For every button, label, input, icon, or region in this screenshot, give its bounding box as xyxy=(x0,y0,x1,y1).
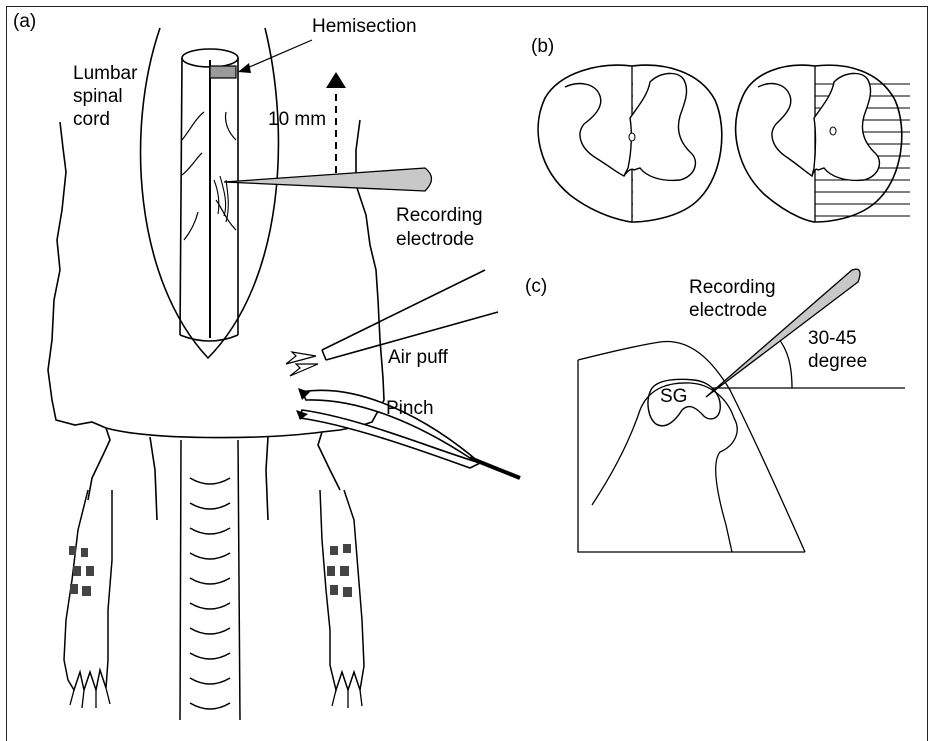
cord-label-line2: spinal xyxy=(73,85,123,108)
electrode-label-a-line1: Recording xyxy=(396,204,483,227)
angle-label-line2: degree xyxy=(808,350,867,373)
panel-c-label: (c) xyxy=(525,275,547,298)
hemisection-label: Hemisection xyxy=(312,15,417,38)
air-puff-label: Air puff xyxy=(388,346,448,369)
distance-arrow xyxy=(326,72,346,185)
cord-section-right xyxy=(736,65,910,222)
panel-a-label: (a) xyxy=(13,10,36,33)
air-puff-arrow-icon xyxy=(286,352,318,376)
electrode-label-c-line2: electrode xyxy=(689,299,767,322)
tail xyxy=(180,440,240,720)
cord-section-left xyxy=(538,65,722,222)
left-hind-paw xyxy=(64,490,112,708)
distance-label: 10 mm xyxy=(268,108,326,131)
electrode-label-a-line2: electrode xyxy=(396,228,474,251)
cord-label-line3: cord xyxy=(73,108,110,131)
hemisection-area xyxy=(210,66,236,78)
sg-label: SG xyxy=(660,385,687,408)
right-hind-paw xyxy=(320,490,364,708)
cord-label-line1: Lumbar xyxy=(73,62,137,85)
panel-b-label: (b) xyxy=(531,35,554,58)
electrode-label-c-line1: Recording xyxy=(689,276,776,299)
pinch-label: Pinch xyxy=(386,397,434,420)
angle-label-line1: 30-45 xyxy=(808,327,857,350)
